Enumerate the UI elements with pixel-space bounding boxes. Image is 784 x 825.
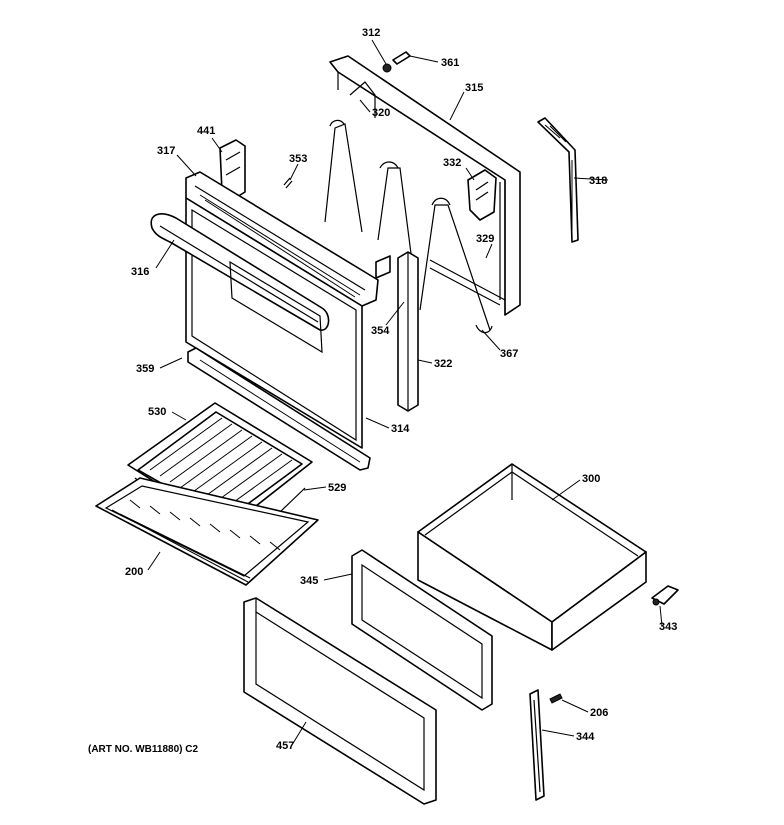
- callout-320: 320: [372, 107, 390, 119]
- callout-322: 322: [434, 358, 452, 370]
- callout-329: 329: [476, 233, 494, 245]
- callout-300: 300: [582, 473, 600, 485]
- leader-lines: [147, 39, 663, 746]
- callout-345: 345: [300, 575, 318, 587]
- callout-332: 332: [443, 157, 461, 169]
- drawer-front-panel-457: [243, 597, 437, 805]
- door-gasket-318: [537, 117, 579, 243]
- callout-354: 354: [371, 325, 390, 337]
- callout-530: 530: [148, 406, 166, 418]
- drawer-front-frame-345: [351, 549, 493, 711]
- callout-317: 317: [157, 145, 175, 157]
- screw-206: [549, 693, 563, 704]
- drawer-roller-343: [651, 585, 679, 606]
- callout-200: 200: [125, 566, 143, 578]
- callout-367: 367: [500, 348, 518, 360]
- callout-314: 314: [391, 423, 410, 435]
- clip-353: [283, 177, 293, 189]
- callout-316: 316: [131, 266, 149, 278]
- oven-rack-200: [95, 477, 319, 586]
- callout-353: 353: [289, 153, 307, 165]
- drawer-slide-344: [529, 689, 545, 801]
- storage-drawer-300: [417, 463, 647, 651]
- callout-318: 318: [589, 175, 607, 187]
- callout-312: 312: [362, 27, 380, 39]
- callout-529: 529: [328, 482, 346, 494]
- hinge-arms-320: [324, 81, 419, 309]
- screw-361: [392, 51, 411, 65]
- callout-441: 441: [197, 125, 215, 137]
- oven-door-314: [150, 171, 379, 471]
- callout-361: 361: [441, 57, 459, 69]
- callout-343: 343: [659, 621, 677, 633]
- nut-312: [382, 63, 392, 73]
- callout-315: 315: [465, 82, 483, 94]
- callout-labels: 312 361 315 320 441 317 353 332 318 329 …: [88, 27, 677, 755]
- callout-206: 206: [590, 707, 608, 719]
- hinge-bracket-332: [467, 169, 497, 221]
- hinge-receiver-322: [375, 251, 419, 412]
- art-number-note: (ART NO. WB11880) C2: [88, 744, 198, 755]
- callout-344: 344: [576, 731, 595, 743]
- callout-457: 457: [276, 740, 294, 752]
- door-liner-315: [329, 55, 521, 316]
- callout-359: 359: [136, 363, 154, 375]
